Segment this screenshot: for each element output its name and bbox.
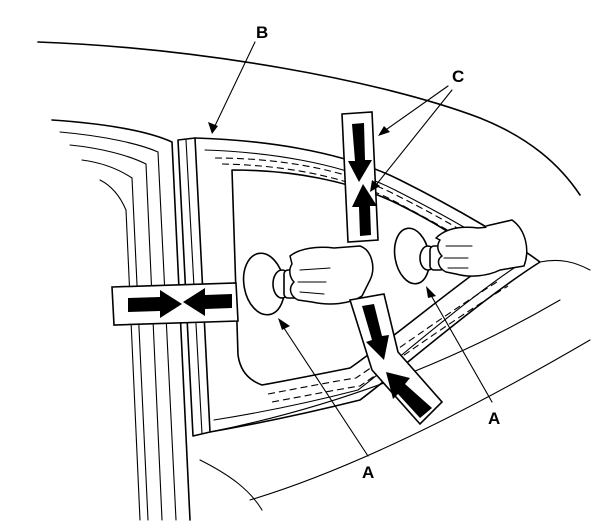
- callout-b: B: [256, 23, 268, 42]
- leader-a-right: [427, 289, 493, 403]
- hand-left: [289, 245, 374, 305]
- body-line-rear: [539, 259, 591, 271]
- body-line-lower-1: [209, 299, 561, 433]
- door-frame-line-3: [69, 144, 163, 521]
- door-frame-line-4: [81, 159, 149, 521]
- door-frame-line-2: [59, 131, 177, 521]
- leader-a-left: [279, 321, 369, 457]
- hand-right-sleeve: [485, 219, 528, 271]
- hand-left-fingers: [297, 267, 331, 295]
- door-frame-inner-curve: [99, 179, 141, 521]
- callout-c: C: [452, 67, 464, 86]
- hand-right-fingers: [443, 245, 473, 269]
- adhesive-line-bottom: [267, 279, 501, 395]
- suction-cup-right: [393, 227, 445, 285]
- callout-a-right: A: [488, 409, 500, 428]
- press-arrows-vertical-upper: [341, 111, 379, 243]
- adhesive-line-bottom-2: [271, 285, 509, 403]
- roof-line: [37, 41, 581, 196]
- leader-b: [211, 41, 256, 133]
- body-line-lower-2: [249, 339, 591, 501]
- press-arrows-horizontal: [111, 282, 239, 326]
- leader-c-2: [371, 89, 453, 191]
- body-line-lower-3: [199, 459, 263, 511]
- press-arrows-vertical-lower: [348, 293, 444, 426]
- door-frame-outer: [51, 119, 191, 521]
- callout-a-left: A: [362, 463, 374, 482]
- adhesive-line-top-2: [221, 163, 505, 267]
- leader-c-1: [379, 85, 449, 135]
